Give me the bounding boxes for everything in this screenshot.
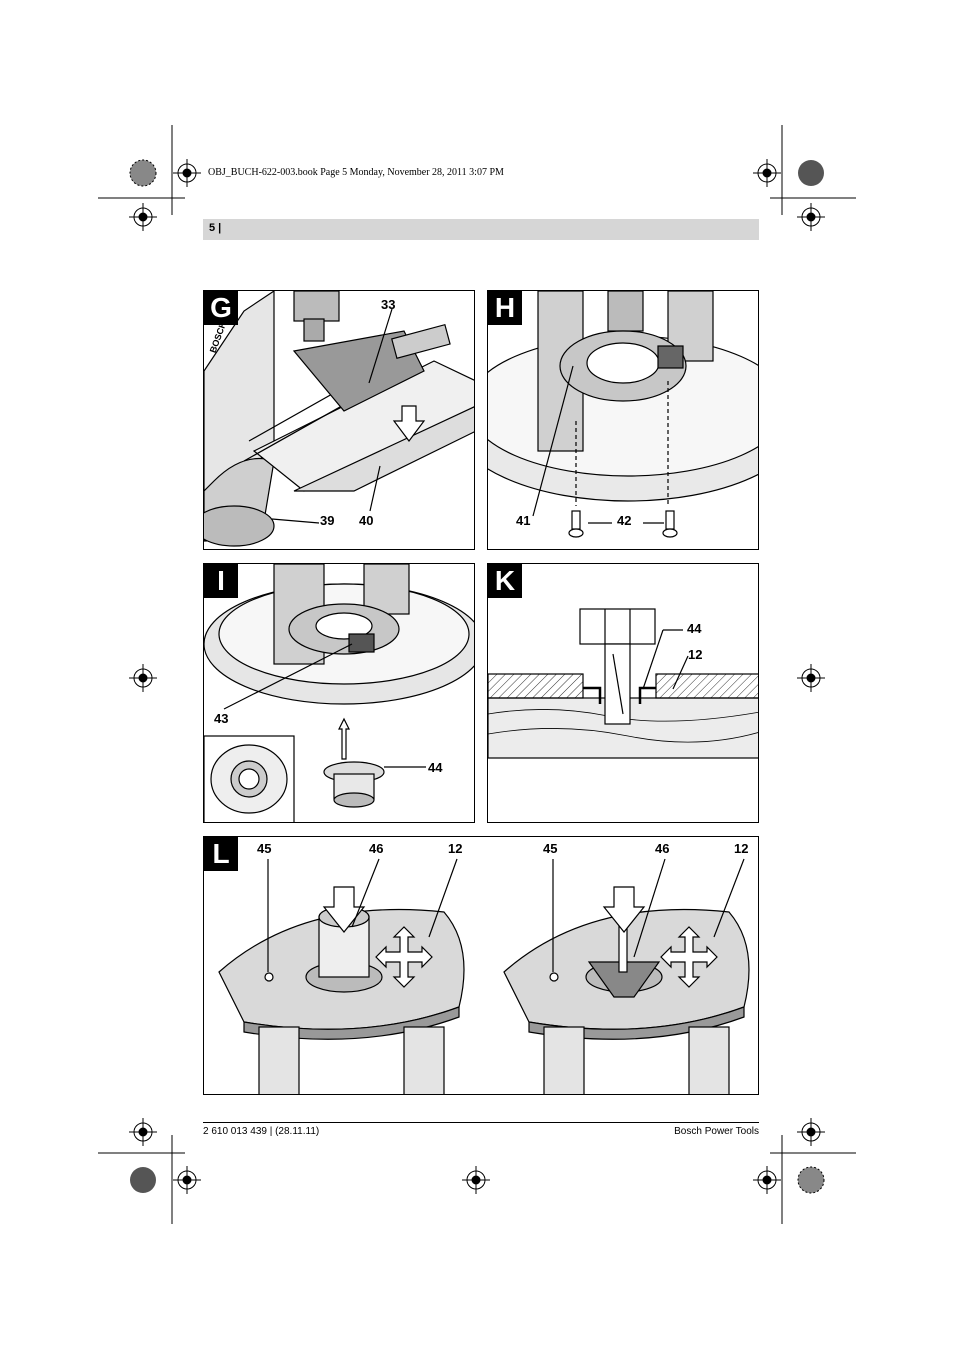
callout-44: 44 (428, 760, 443, 775)
callout-39: 39 (320, 513, 335, 528)
figure-letter-h: H (488, 291, 522, 325)
figure-g: BOSCH G 33 39 40 (203, 290, 475, 550)
callout-45: 45 (543, 841, 558, 856)
callout-43: 43 (214, 711, 229, 726)
footer-doc-code: 2 610 013 439 | (28.11.11) (203, 1126, 320, 1137)
callout-40: 40 (359, 513, 374, 528)
footer-rule (203, 1122, 759, 1123)
callout-33: 33 (381, 297, 396, 312)
figure-l-illustration (218, 858, 750, 1094)
callout-45: 45 (257, 841, 272, 856)
callout-41: 41 (516, 513, 531, 528)
figure-k-illustration (488, 608, 758, 759)
callout-12: 12 (734, 841, 749, 856)
callout-46: 46 (655, 841, 670, 856)
figure-h-illustration (488, 291, 758, 538)
figure-g-illustration: BOSCH (204, 291, 474, 547)
figure-letter-g: G (204, 291, 238, 325)
figure-i-illustration (204, 564, 474, 822)
figure-letter-i: I (204, 564, 238, 598)
callout-42: 42 (617, 513, 632, 528)
figure-h: H 41 42 (487, 290, 759, 550)
callout-44: 44 (687, 621, 702, 636)
callout-46: 46 (369, 841, 384, 856)
callout-12: 12 (688, 647, 703, 662)
page-header-bar: 5 | (203, 219, 759, 240)
page-number: 5 | (209, 222, 222, 234)
callout-12: 12 (448, 841, 463, 856)
figure-l: L 45 46 12 45 46 12 (203, 836, 759, 1095)
print-info-line: OBJ_BUCH-622-003.book Page 5 Monday, Nov… (208, 167, 504, 178)
figure-k: K 44 12 (487, 563, 759, 823)
footer-publisher: Bosch Power Tools (674, 1126, 759, 1137)
figure-i: I 43 44 (203, 563, 475, 823)
figure-letter-l: L (204, 837, 238, 871)
figure-letter-k: K (488, 564, 522, 598)
